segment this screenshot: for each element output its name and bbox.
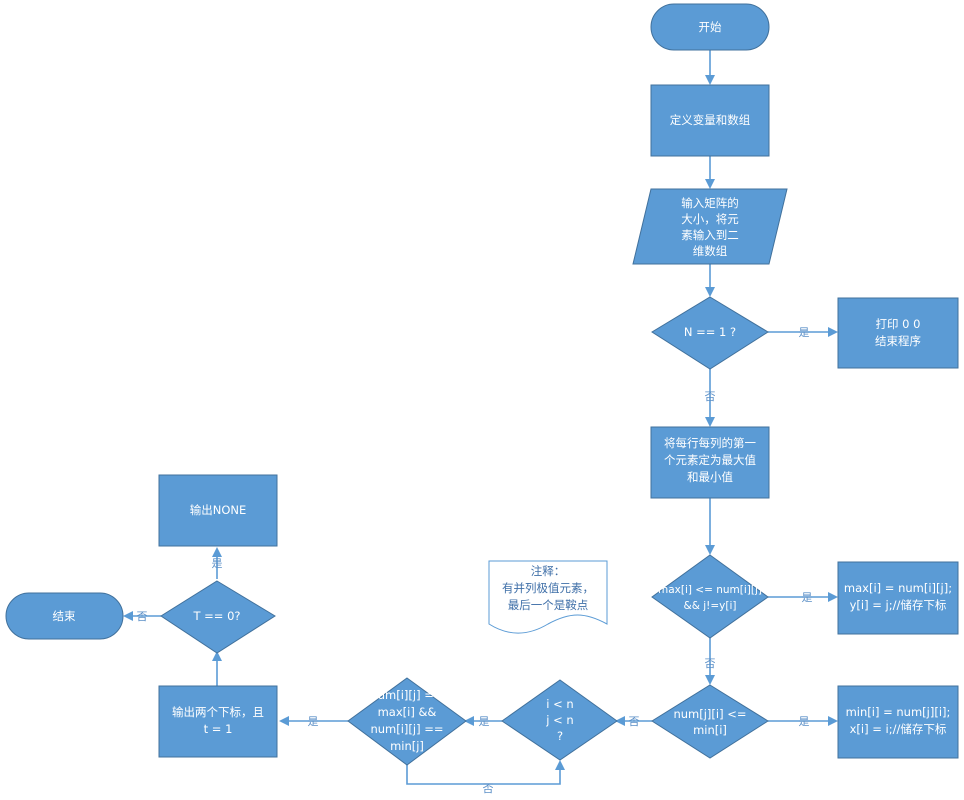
loop-line-3: ? [557, 729, 563, 743]
label-no-condmax: 否 [705, 657, 716, 670]
end-label: 结束 [53, 609, 76, 623]
label-yes-loop: 是 [479, 715, 490, 728]
output-idx-line-1: 输出两个下标，且 [172, 705, 264, 719]
label-no-condmin: 否 [629, 715, 640, 728]
node-end: 结束 [5, 592, 124, 640]
output-idx-process [158, 685, 278, 758]
node-check-t: T == 0? [160, 580, 276, 654]
cond-max-line-2: && j!=y[i] [684, 600, 737, 612]
label-yes-saddle: 是 [308, 715, 319, 728]
node-start: 开始 [650, 3, 770, 51]
init-line-3: 和最小值 [687, 470, 733, 484]
output-none-label: 输出NONE [190, 503, 247, 517]
define-label: 定义变量和数组 [670, 113, 751, 127]
set-max-process [837, 561, 959, 635]
label-yes-checkt: 是 [212, 557, 223, 570]
node-check-n: N == 1 ? [651, 296, 769, 370]
check-t-decision [160, 580, 276, 654]
start-label: 开始 [699, 20, 722, 34]
set-min-line-2: x[i] = i;//储存下标 [850, 722, 947, 736]
node-loop: i < n j < n ? [501, 679, 618, 761]
loop-decision [501, 679, 618, 761]
check-n-decision [651, 296, 769, 370]
check-t-label: T == 0? [192, 609, 240, 623]
saddle-line-3: num[i][j] == [370, 722, 443, 736]
define-process [650, 84, 770, 157]
check-n-label: N == 1 ? [684, 325, 736, 339]
cond-max-line-1: max[i] <= num[i][j] [658, 584, 762, 596]
edge-labels: 是 否 是 否 是 否 是 是 否 是 否 [137, 326, 813, 795]
input-line-2: 大小，将元 [681, 212, 739, 226]
node-output-idx: 输出两个下标，且 t = 1 [158, 685, 278, 758]
label-yes-checkn: 是 [799, 326, 810, 339]
label-no-checkt: 否 [137, 610, 148, 623]
node-cond-max: max[i] <= num[i][j] && j!=y[i] [651, 554, 769, 639]
start-terminator [650, 3, 770, 51]
note-line-3: 最后一个是鞍点 [508, 598, 589, 612]
node-input: 输入矩阵的 大小，将元 素输入到二 维数组 [632, 188, 788, 265]
edges [123, 50, 838, 785]
input-line-3: 素输入到二 [681, 228, 739, 242]
print00-process [837, 297, 959, 369]
label-yes-condmax: 是 [802, 591, 813, 604]
cond-min-line-1: num[j][i] <= [673, 707, 746, 721]
set-max-line-1: max[i] = num[i][j]; [844, 581, 952, 595]
node-output-none: 输出NONE [158, 474, 278, 547]
node-saddle: num[i][j] == max[i] && num[i][j] == min[… [347, 677, 467, 766]
label-yes-condmin: 是 [799, 715, 810, 728]
print00-line-2: 结束程序 [875, 334, 921, 348]
end-terminator [5, 592, 124, 640]
node-set-max: max[i] = num[i][j]; y[i] = j;//储存下标 [837, 561, 959, 635]
input-parallelogram [632, 188, 788, 265]
init-line-2: 个元素定为最大值 [664, 453, 756, 467]
init-process [650, 426, 770, 499]
saddle-decision [347, 677, 467, 766]
saddle-line-4: min[j] [390, 739, 424, 753]
node-init: 将每行每列的第一 个元素定为最大值 和最小值 [650, 426, 770, 499]
cond-max-decision [651, 554, 769, 639]
node-print00: 打印 0 0 结束程序 [837, 297, 959, 369]
annotation-note: 注释： 有并列极值元素， 最后一个是鞍点 [488, 560, 608, 634]
set-min-process [837, 685, 959, 759]
loop-line-1: i < n [546, 697, 573, 711]
saddle-line-2: max[i] && [378, 705, 437, 719]
label-no-saddle: 否 [483, 782, 494, 795]
set-max-line-2: y[i] = j;//储存下标 [850, 598, 947, 612]
saddle-line-1: num[i][j] == [370, 688, 443, 702]
node-define: 定义变量和数组 [650, 84, 770, 157]
loop-line-2: j < n [545, 713, 573, 727]
node-cond-min: num[j][i] <= min[i] [651, 684, 769, 759]
note-line-1: 注释： [531, 564, 566, 578]
cond-min-decision [651, 684, 769, 759]
init-line-1: 将每行每列的第一 [664, 436, 756, 450]
input-line-4: 维数组 [693, 244, 728, 258]
set-min-line-1: min[i] = num[j][i]; [846, 705, 951, 719]
input-line-1: 输入矩阵的 [681, 196, 739, 210]
print00-line-1: 打印 0 0 [876, 317, 921, 331]
output-none-process [158, 474, 278, 547]
edge-saddle-loop-no [406, 760, 565, 785]
node-set-min: min[i] = num[j][i]; x[i] = i;//储存下标 [837, 685, 959, 759]
cond-min-line-2: min[i] [693, 723, 727, 737]
note-document-shape [488, 560, 608, 634]
label-no-checkn: 否 [705, 390, 716, 403]
output-idx-line-2: t = 1 [204, 722, 233, 736]
note-line-2: 有并列极值元素， [502, 581, 594, 595]
